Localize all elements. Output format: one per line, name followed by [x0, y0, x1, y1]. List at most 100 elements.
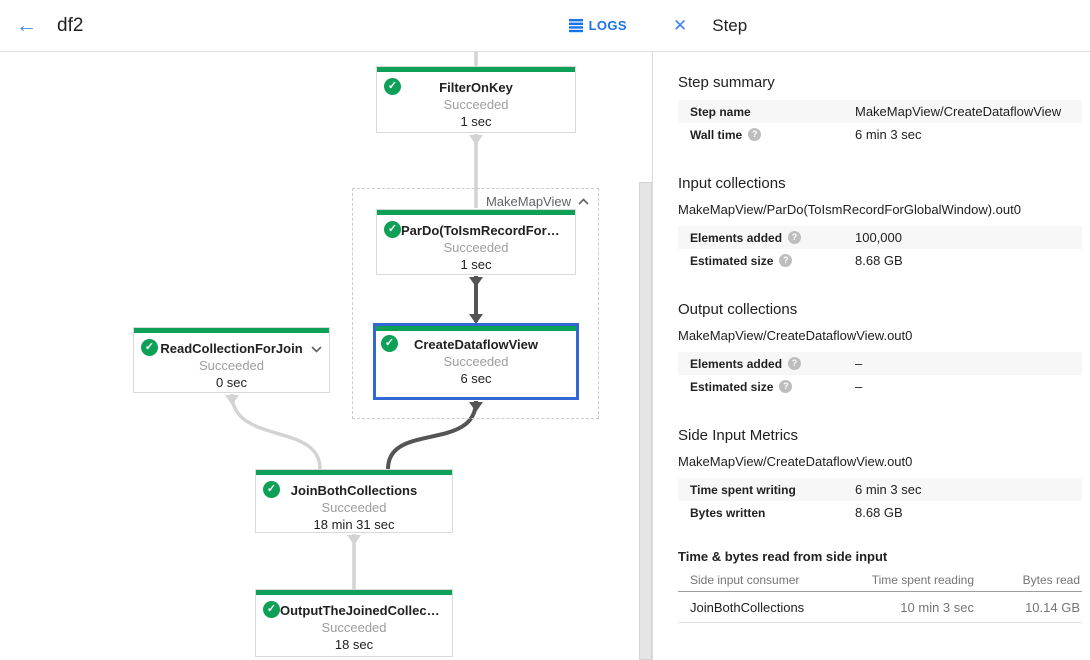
edge-readcollection-to-join — [230, 393, 322, 470]
kv-row-elements-added: Elements added ? 100,000 — [678, 226, 1082, 249]
chevron-up-icon — [578, 198, 589, 205]
kv-label-text: Bytes written — [690, 505, 766, 520]
help-icon[interactable]: ? — [788, 231, 802, 244]
help-icon[interactable]: ? — [748, 128, 762, 141]
step-details-panel: Step summary Step name MakeMapView/Creat… — [653, 52, 1090, 660]
back-arrow-icon[interactable]: ← — [16, 14, 37, 37]
success-check-icon: ✓ — [384, 78, 401, 95]
node-status: Succeeded — [321, 500, 387, 515]
col-header-consumer: Side input consumer — [690, 572, 800, 587]
section-side-input-metrics: Side Input Metrics MakeMapView/CreateDat… — [678, 427, 1082, 524]
kv-row-step-name: Step name MakeMapView/CreateDataflowView — [678, 100, 1082, 123]
edge-arrowhead — [469, 135, 483, 145]
node-title: ParDo(ToIsmRecordFor… — [401, 223, 560, 238]
kv-label-text: Estimated size — [690, 253, 774, 268]
graph-node-readcollectionforjoin[interactable]: ✓ ReadCollectionForJoin Succeeded 0 sec — [133, 327, 330, 393]
success-check-icon: ✓ — [141, 339, 158, 356]
kv-label-text: Estimated size — [690, 379, 774, 394]
node-title: FilterOnKey — [439, 80, 513, 95]
side-input-metrics-rows: Time spent writing 6 min 3 sec Bytes wri… — [678, 478, 1082, 524]
section-side-input-read-table: Time & bytes read from side input Side i… — [678, 549, 1082, 623]
node-status: Succeeded — [443, 97, 509, 112]
node-title: ReadCollectionForJoin — [160, 341, 303, 356]
side-input-read-table: Side input consumer Time spent reading B… — [678, 568, 1082, 623]
input-collections-rows: Elements added ? 100,000 Estimated size … — [678, 226, 1082, 272]
node-title: JoinBothCollections — [290, 483, 418, 498]
kv-label: Time spent writing — [678, 483, 855, 497]
step-panel-title: Step — [712, 15, 748, 35]
panel-divider — [652, 52, 653, 660]
kv-label-text: Step name — [690, 104, 751, 119]
success-check-icon: ✓ — [263, 601, 280, 618]
section-heading-output-collections: Output collections — [678, 301, 798, 318]
kv-value: – — [855, 379, 863, 394]
kv-row-wall-time: Wall time ? 6 min 3 sec — [678, 123, 1082, 146]
step-panel-header: ✕ Step — [653, 0, 747, 51]
col-header-bytes: Bytes read — [1022, 572, 1080, 587]
table-header-row: Side input consumer Time spent reading B… — [678, 568, 1082, 592]
step-summary-rows: Step name MakeMapView/CreateDataflowView… — [678, 100, 1082, 146]
output-collections-rows: Elements added ? – Estimated size ? – — [678, 352, 1082, 398]
col-header-time: Time spent reading — [871, 572, 974, 587]
edge-arrowhead — [469, 277, 483, 287]
top-bar: ← df2 LOGS ✕ Step — [0, 0, 1090, 52]
job-title: df2 — [57, 14, 84, 36]
edge-arrowhead — [469, 402, 483, 412]
kv-row-estimated-size: Estimated size ? 8.68 GB — [678, 249, 1082, 272]
cell-consumer: JoinBothCollections — [690, 599, 805, 615]
close-icon[interactable]: ✕ — [673, 16, 688, 35]
section-output-collections: Output collections MakeMapView/CreateDat… — [678, 301, 1082, 398]
kv-row-time-spent-writing: Time spent writing 6 min 3 sec — [678, 478, 1082, 501]
kv-row-bytes-written: Bytes written 8.68 GB — [678, 501, 1082, 524]
kv-label: Elements added ? — [678, 357, 855, 371]
node-status: Succeeded — [443, 354, 509, 369]
side-input-collection-name: MakeMapView/CreateDataflowView.out0 — [678, 454, 913, 469]
graph-node-filteronkey[interactable]: ✓ FilterOnKey Succeeded 1 sec — [376, 66, 576, 133]
graph-node-createdataflowview-selected[interactable]: ✓ CreateDataflowView Succeeded 6 sec — [373, 323, 579, 400]
kv-label: Wall time ? — [678, 128, 855, 142]
kv-label: Estimated size ? — [678, 380, 855, 394]
output-collection-name: MakeMapView/CreateDataflowView.out0 — [678, 328, 913, 343]
success-check-icon: ✓ — [384, 221, 401, 238]
kv-value: – — [855, 356, 863, 371]
kv-value: 100,000 — [855, 230, 902, 245]
group-label: MakeMapView — [485, 194, 571, 209]
help-icon[interactable]: ? — [779, 254, 793, 267]
status-bar — [377, 67, 575, 72]
edge-arrowhead — [469, 314, 483, 324]
edge-createdataflowview-to-join — [386, 400, 478, 470]
kv-label-text: Elements added — [690, 230, 783, 245]
help-icon[interactable]: ? — [788, 357, 802, 370]
status-bar — [134, 328, 329, 333]
kv-label-text: Elements added — [690, 356, 783, 371]
cell-time: 10 min 3 sec — [900, 599, 974, 615]
group-header-makemapview[interactable]: MakeMapView — [486, 194, 589, 209]
kv-value: 6 min 3 sec — [855, 127, 922, 142]
kv-row-elements-added: Elements added ? – — [678, 352, 1082, 375]
pipeline-graph-panel: MakeMapView ✓ FilterOnKey Succeeded 1 se… — [0, 52, 652, 660]
top-bar-left: ← df2 LOGS — [0, 0, 653, 51]
kv-label: Estimated size ? — [678, 254, 855, 268]
node-time: 18 min 31 sec — [313, 517, 395, 532]
success-check-icon: ✓ — [381, 335, 398, 352]
section-heading-input-collections: Input collections — [678, 175, 786, 192]
section-heading-side-input-metrics: Side Input Metrics — [678, 427, 799, 444]
section-input-collections: Input collections MakeMapView/ParDo(ToIs… — [678, 175, 1082, 272]
graph-node-outputthejoinedcollection[interactable]: ✓ OutputTheJoinedCollec… Succeeded 18 se… — [255, 589, 453, 657]
graph-node-joinbothcollections[interactable]: ✓ JoinBothCollections Succeeded 18 min 3… — [255, 469, 453, 533]
node-time: 6 sec — [460, 371, 492, 386]
node-title: OutputTheJoinedCollec… — [280, 603, 440, 618]
input-collection-name: MakeMapView/ParDo(ToIsmRecordForGlobalWi… — [678, 202, 1021, 217]
node-time: 1 sec — [460, 257, 492, 272]
kv-label-text: Wall time — [690, 127, 743, 142]
graph-scrollbar-thumb[interactable] — [639, 182, 652, 660]
table-row: JoinBothCollections 10 min 3 sec 10.14 G… — [678, 592, 1082, 623]
graph-node-pardo-toismrecord[interactable]: ✓ ParDo(ToIsmRecordFor… Succeeded 1 sec — [376, 209, 576, 275]
node-time: 18 sec — [334, 637, 374, 652]
chevron-down-icon[interactable] — [311, 340, 322, 358]
table-heading: Time & bytes read from side input — [678, 549, 888, 564]
help-icon[interactable]: ? — [779, 380, 793, 393]
edge-arrowhead — [347, 535, 361, 545]
logs-label: LOGS — [588, 18, 627, 33]
logs-button[interactable]: LOGS — [568, 18, 627, 33]
